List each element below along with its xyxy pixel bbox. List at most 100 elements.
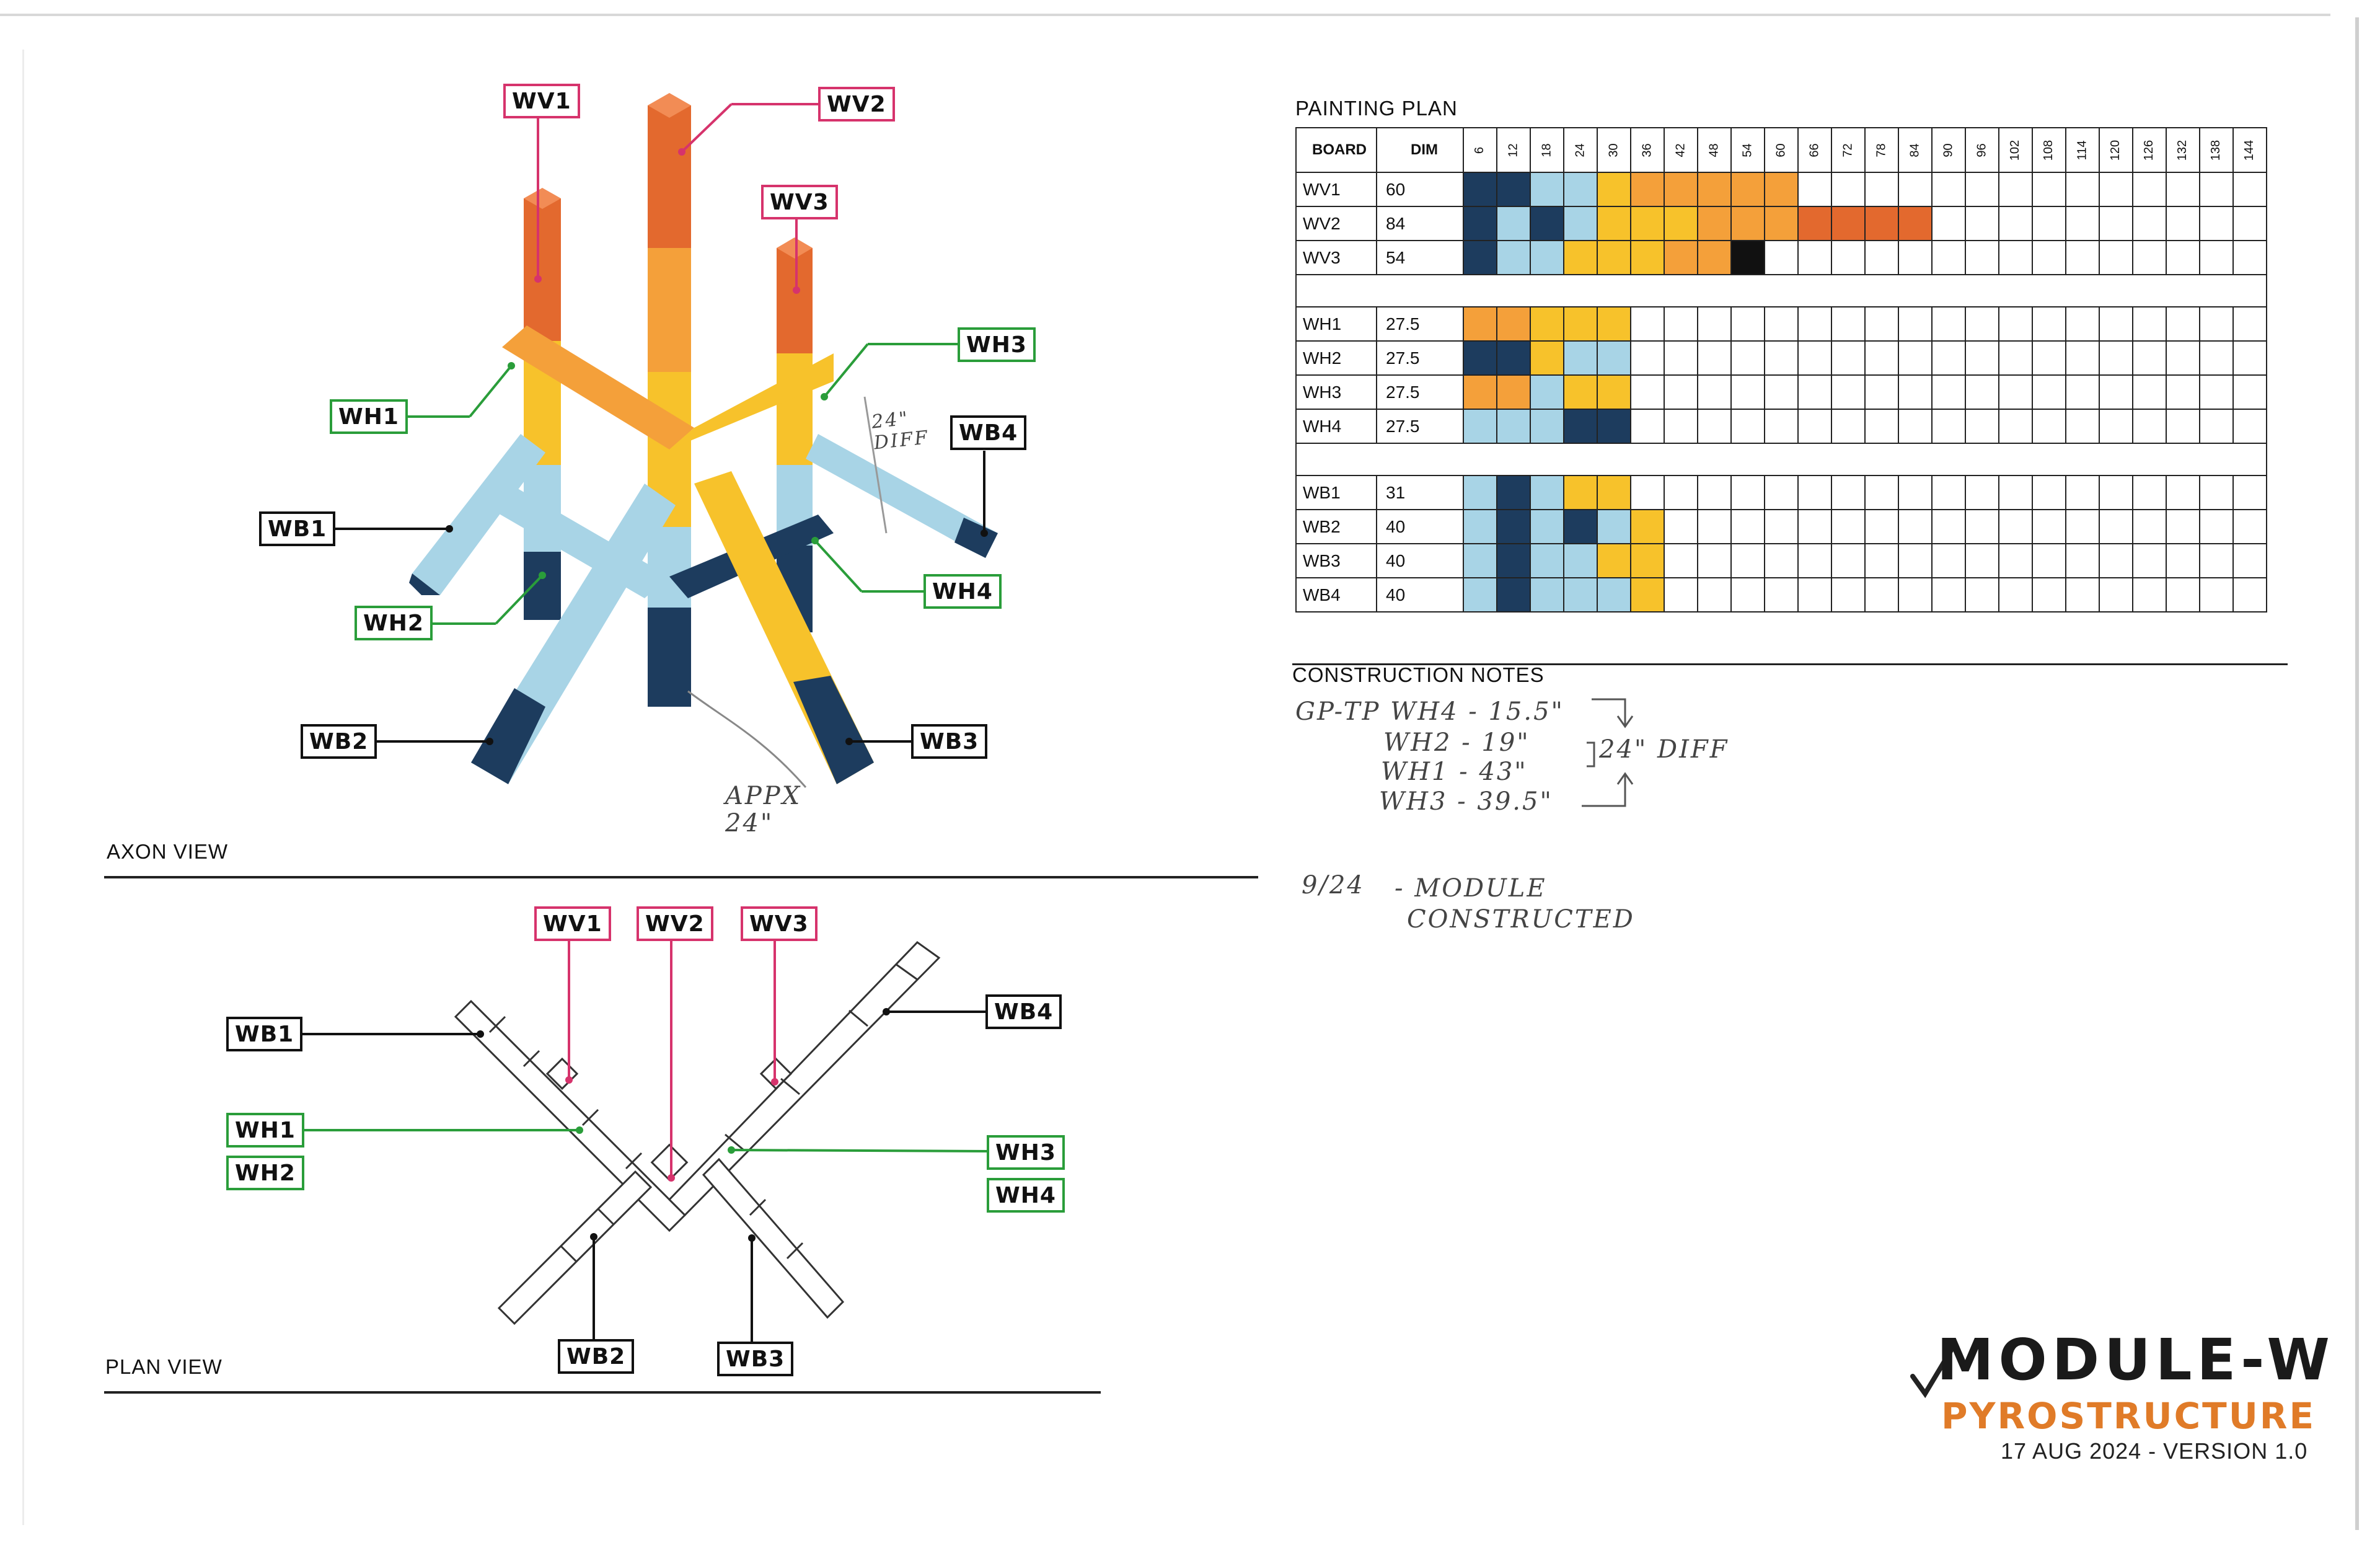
paint-segment bbox=[2199, 509, 2234, 544]
paint-segment bbox=[2132, 509, 2167, 544]
note-line-3: WH1 - 43" bbox=[1381, 758, 1528, 786]
paint-segment bbox=[1530, 475, 1564, 510]
paint-segment bbox=[1530, 509, 1564, 544]
paint-segment bbox=[1965, 543, 1999, 578]
paint-segment bbox=[1463, 577, 1497, 613]
plan-view-title: PLAN VIEW bbox=[105, 1355, 223, 1378]
group-gap bbox=[1295, 443, 2267, 476]
paint-segment bbox=[1831, 475, 1866, 510]
paint-segment bbox=[1764, 509, 1799, 544]
plan-arm-wb3 bbox=[702, 1157, 845, 1319]
axon-label-wh3: WH3 bbox=[958, 327, 1036, 362]
paint-segment bbox=[1530, 240, 1564, 275]
paint-segment bbox=[1563, 306, 1598, 342]
paint-segment bbox=[1697, 306, 1732, 342]
paint-segment bbox=[1563, 475, 1598, 510]
paint-segment bbox=[2166, 172, 2200, 207]
paint-segment bbox=[1630, 475, 1665, 510]
paint-segment bbox=[1898, 240, 1933, 275]
paint-segment bbox=[1931, 577, 1966, 613]
plan-label-wb4: WB4 bbox=[985, 994, 1062, 1029]
paint-segment bbox=[2199, 374, 2234, 410]
paint-segment bbox=[1530, 306, 1564, 342]
tick-label: 36 bbox=[1630, 127, 1665, 173]
paint-segment bbox=[1998, 543, 2033, 578]
paint-segment bbox=[2199, 475, 2234, 510]
tick-label: 60 bbox=[1764, 127, 1799, 173]
paint-segment bbox=[1965, 172, 1999, 207]
axon-label-wb1: WB1 bbox=[259, 511, 336, 546]
paint-segment bbox=[2166, 340, 2200, 376]
paint-segment bbox=[1563, 206, 1598, 241]
paint-segment bbox=[2166, 509, 2200, 544]
paint-segment bbox=[2232, 374, 2267, 410]
plan-view-rule bbox=[104, 1391, 1101, 1394]
paint-segment bbox=[2099, 240, 2133, 275]
paint-segment bbox=[2099, 340, 2133, 376]
tick-label: 96 bbox=[1965, 127, 1999, 173]
brace-wb1 bbox=[412, 434, 545, 595]
paint-segment bbox=[1864, 475, 1899, 510]
header-board: BOARD bbox=[1295, 127, 1377, 173]
paint-segment bbox=[2032, 240, 2066, 275]
paint-segment bbox=[2232, 340, 2267, 376]
axon-label-wh4: WH4 bbox=[923, 574, 1002, 609]
paint-segment bbox=[1563, 374, 1598, 410]
paint-segment bbox=[2166, 306, 2200, 342]
paint-segment bbox=[1898, 543, 1933, 578]
paint-segment bbox=[1965, 306, 1999, 342]
paint-segment bbox=[1898, 172, 1933, 207]
board-dim: 84 bbox=[1376, 206, 1464, 241]
paint-segment bbox=[1797, 240, 1832, 275]
axon-note-appx: APPX 24" bbox=[725, 782, 802, 838]
beam-wh1 bbox=[502, 325, 694, 449]
paint-segment bbox=[1831, 409, 1866, 444]
paint-segment bbox=[2132, 306, 2167, 342]
paint-segment bbox=[1496, 577, 1531, 613]
tick-label: 132 bbox=[2166, 127, 2200, 173]
paint-segment bbox=[2065, 543, 2100, 578]
tick-label: 54 bbox=[1730, 127, 1765, 173]
paint-segment bbox=[1998, 577, 2033, 613]
sheet-edge-top bbox=[0, 14, 2330, 16]
group-gap bbox=[1295, 274, 2267, 307]
construction-notes-title: CONSTRUCTION NOTES bbox=[1292, 663, 1545, 686]
paint-segment bbox=[1831, 206, 1866, 241]
paint-segment bbox=[1530, 543, 1564, 578]
board-dim: 40 bbox=[1376, 543, 1464, 578]
paint-segment bbox=[1463, 340, 1497, 376]
checkmark-icon bbox=[1910, 1342, 1957, 1399]
paint-segment bbox=[1530, 409, 1564, 444]
paint-segment bbox=[2099, 206, 2133, 241]
paint-segment bbox=[1797, 172, 1832, 207]
paint-segment bbox=[1597, 374, 1631, 410]
paint-segment bbox=[2065, 306, 2100, 342]
axon-label-wh1: WH1 bbox=[330, 399, 408, 434]
paint-segment bbox=[1965, 206, 1999, 241]
paint-segment bbox=[1730, 509, 1765, 544]
paint-segment bbox=[2065, 475, 2100, 510]
paint-segment bbox=[1496, 240, 1531, 275]
paint-segment bbox=[1931, 340, 1966, 376]
paint-segment bbox=[2166, 206, 2200, 241]
paint-segment bbox=[1965, 374, 1999, 410]
paint-segment bbox=[2232, 409, 2267, 444]
paint-segment bbox=[1764, 543, 1799, 578]
paint-segment bbox=[1998, 240, 2033, 275]
paint-segment bbox=[1630, 577, 1665, 613]
tick-label: 144 bbox=[2232, 127, 2267, 173]
paint-segment bbox=[2132, 409, 2167, 444]
axon-label-wh2: WH2 bbox=[355, 606, 433, 640]
paint-segment bbox=[1730, 340, 1765, 376]
paint-segment bbox=[2199, 172, 2234, 207]
tick-label: 84 bbox=[1898, 127, 1933, 173]
tick-label: 48 bbox=[1697, 127, 1732, 173]
paint-segment bbox=[1530, 172, 1564, 207]
paint-segment bbox=[2032, 206, 2066, 241]
plan-label-wh4: WH4 bbox=[987, 1178, 1065, 1213]
paint-segment bbox=[2099, 306, 2133, 342]
tick-label: 42 bbox=[1664, 127, 1698, 173]
